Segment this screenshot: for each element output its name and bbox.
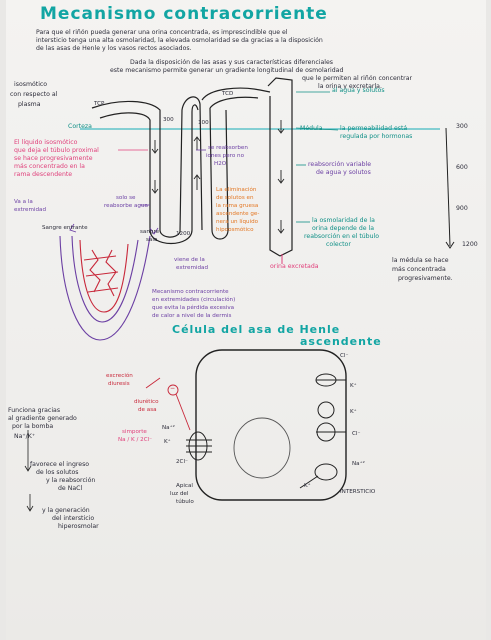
label-100: 100 — [198, 121, 209, 127]
favorece-2: de los solutos — [36, 470, 78, 476]
medula-note-2: más concentrada — [392, 267, 446, 273]
note-permeabilidad-2: regulada por hormonas — [340, 134, 412, 140]
cell-title-2: ascendente — [300, 336, 382, 347]
note-reabsorcion-2: de agua y solutos — [316, 170, 371, 176]
funciona-2: al gradiente generado — [8, 416, 77, 422]
favorece-3: y la reabsorción — [46, 478, 95, 484]
orange-note-3: la rama gruesa — [216, 204, 258, 210]
note-osmolaridad-3: reabsorción en el túbulo — [304, 234, 379, 240]
label-corteza: Corteza — [68, 124, 92, 130]
orange-note-6: hipoosmótico — [216, 228, 254, 234]
solo-agua-2: reabsorbe agua — [104, 204, 148, 210]
pink-note-5: rama descendente — [14, 172, 72, 178]
label-300: 300 — [163, 118, 174, 124]
note-permeabilidad-1: la permeabilidad está — [340, 126, 407, 132]
pink-note-4: más concentrado en la — [14, 164, 85, 170]
orange-note-4: ascendente ge- — [216, 212, 259, 218]
ion-k-apical: K⁺ — [164, 440, 171, 446]
note-agua-solutos: al agua y solutos — [332, 88, 385, 94]
mecanismo-2: en extremidades (circulación) — [152, 298, 235, 304]
note-osmolaridad-4: colector — [326, 242, 351, 248]
sangre-sale-1: sangre — [140, 230, 159, 236]
generacion-2: del intersticio — [52, 516, 94, 522]
label-medula: Médula — [300, 126, 323, 132]
funciona-1: Funciona gracias — [8, 408, 60, 414]
ion-k-right-2: K⁺ — [350, 410, 357, 416]
pink-note-2: que deja el túbulo proximal — [14, 148, 99, 154]
label-1200: 1200 — [176, 232, 190, 238]
ion-cl-right: Cl⁻ — [352, 432, 360, 438]
purple-reabs-1: se reabsorben — [208, 146, 248, 152]
sangre-entrante: Sangre entrante — [42, 226, 88, 232]
ion-cl-top: Cl⁻ — [340, 354, 348, 360]
mecanismo-1: Mecanismo contracorriente — [152, 290, 229, 296]
note-reabsorcion-1: reabsorción variable — [308, 162, 371, 168]
label-tcp: TCP — [94, 102, 104, 108]
apical-3: túbulo — [176, 500, 194, 506]
apical-1: Apical — [176, 484, 193, 490]
generacion-3: hiperosmolar — [58, 524, 99, 530]
favorece-4: de NaCl — [58, 486, 82, 492]
viene-extremidad-2: extremidad — [176, 266, 208, 272]
note-osmolaridad-2: orina depende de la — [312, 226, 374, 232]
orange-note-1: La eliminación — [216, 188, 256, 194]
pink-note-3: se hace progresivamente — [14, 156, 93, 162]
apical-2: luz del — [170, 492, 188, 498]
solo-agua-1: solo se — [116, 196, 135, 202]
simporte-2: Na / K / 2Cl⁻ — [118, 438, 152, 444]
label-tcd: TCD — [222, 92, 233, 98]
medula-note-1: la médula se hace — [392, 258, 449, 264]
va-extremidad-1: Va a la — [14, 200, 33, 206]
sangre-sale-2: sale — [146, 238, 157, 244]
viene-extremidad-1: viene de la — [174, 258, 205, 264]
ion-2cl-apical: 2Cl⁻ — [176, 460, 188, 466]
orange-note-2: de solutos en — [216, 196, 254, 202]
pink-note-1: El líquido isosmótico — [14, 140, 77, 146]
excreta-1: excreción — [106, 374, 133, 380]
purple-reabs-2: iones pero no — [206, 154, 244, 160]
favorece-1: favorece el ingreso — [30, 462, 89, 468]
scale-300: 300 — [456, 124, 468, 130]
ion-k-right-1: K⁺ — [350, 384, 357, 390]
scale-1200: 1200 — [462, 242, 478, 248]
mecanismo-4: de calor a nivel de la dermis — [152, 314, 231, 320]
excreta-2: diuresis — [108, 382, 130, 388]
mecanismo-3: que evita la pérdida excesiva — [152, 306, 234, 312]
diuretico-1: diurético — [134, 400, 159, 406]
scale-900: 900 — [456, 206, 468, 212]
purple-reabs-3: H2O — [214, 162, 226, 168]
ion-minus: − — [170, 386, 175, 392]
funciona-4: Na⁺/K⁺ — [14, 434, 35, 440]
intersticio-label: INTERSTICIO — [340, 490, 375, 496]
va-extremidad-2: extremidad — [14, 208, 46, 214]
note-osmolaridad-1: la osmolaridad de la — [312, 218, 375, 224]
diuretico-2: de asa — [138, 408, 157, 414]
orange-note-5: nera un líquido — [216, 220, 258, 226]
cell-title-1: Célula del asa de Henle — [172, 324, 340, 335]
funciona-3: por la bomba — [12, 424, 53, 430]
note-orina: orina excretada — [270, 264, 319, 270]
medula-note-3: progresivamente. — [398, 276, 453, 282]
ion-k-bottom: K⁺ — [304, 484, 311, 490]
scale-600: 600 — [456, 165, 468, 171]
simporte-1: simporte — [122, 430, 147, 436]
ion-na-apical: Na⁺² — [162, 426, 175, 432]
ion-na-right: Na⁺² — [352, 462, 365, 468]
generacion-1: y la generación — [42, 508, 90, 514]
